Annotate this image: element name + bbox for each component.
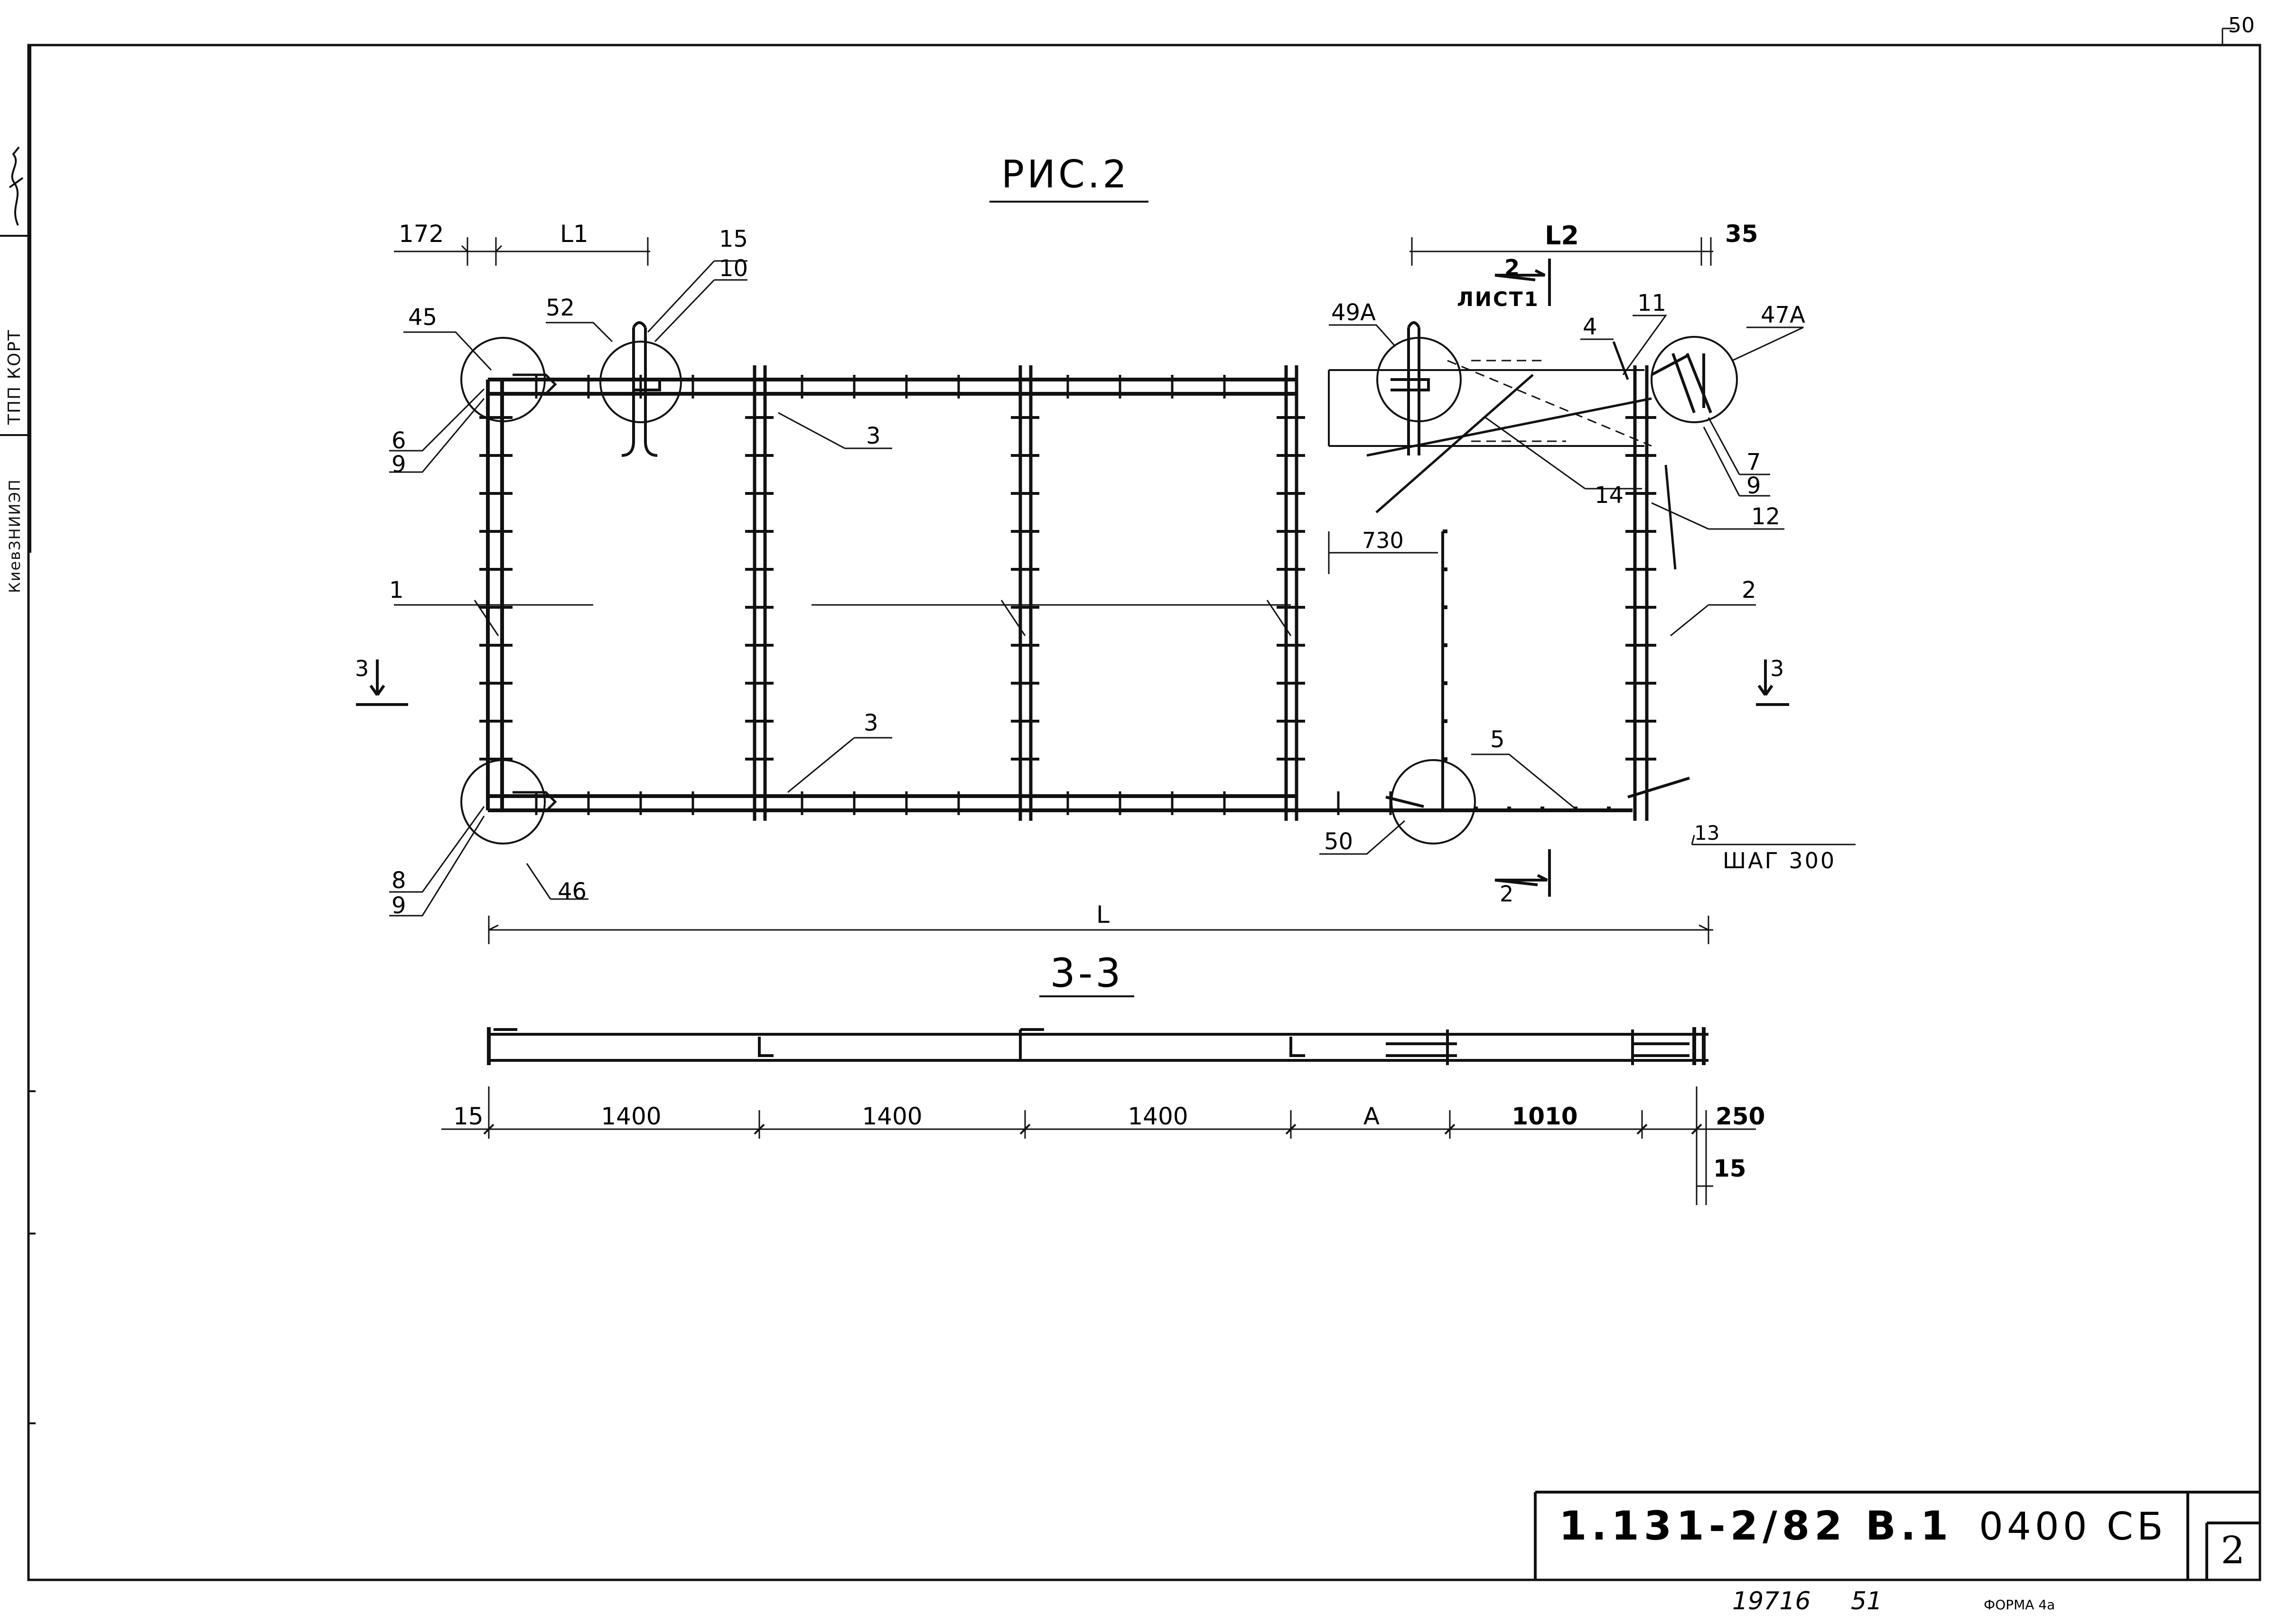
section-title: 3-3 bbox=[1050, 950, 1123, 996]
form-label: ФОРМА 4а bbox=[1984, 1597, 2055, 1613]
signature-mark bbox=[9, 146, 24, 226]
node-47A: 47А bbox=[1761, 302, 1805, 328]
callout-11: 11 bbox=[1637, 290, 1666, 316]
callout-leaders bbox=[389, 260, 1856, 917]
stamp-divider bbox=[0, 434, 29, 436]
section-dim-2: 1400 bbox=[862, 1103, 922, 1130]
dim-L1: L1 bbox=[560, 220, 588, 248]
callout-14: 14 bbox=[1595, 482, 1624, 509]
callout-13-step: ШАГ 300 bbox=[1723, 848, 1836, 873]
section-dim-6: 250 bbox=[1716, 1103, 1765, 1130]
callout-9a: 9 bbox=[392, 451, 406, 478]
callout-2: 2 bbox=[1742, 577, 1756, 603]
callout-1: 1 bbox=[389, 577, 404, 603]
figure-title: РИС.2 bbox=[1001, 152, 1129, 196]
cut-marker-left: 3 bbox=[355, 656, 369, 681]
callout-8: 8 bbox=[392, 867, 406, 894]
detail-circles bbox=[460, 336, 1738, 844]
section-marker-top-num: 2 bbox=[1504, 255, 1520, 280]
callout-15: 15 bbox=[719, 226, 748, 252]
inventory-number: 19716 bbox=[1732, 1587, 1811, 1615]
node-52: 52 bbox=[546, 295, 575, 321]
callout-7: 7 bbox=[1746, 449, 1761, 475]
callout-4: 4 bbox=[1583, 314, 1597, 340]
section-marker-lines bbox=[356, 259, 1789, 897]
signature-box bbox=[0, 45, 29, 237]
callout-5: 5 bbox=[1490, 726, 1505, 753]
page-number: 50 bbox=[2228, 13, 2255, 37]
dim-172: 172 bbox=[399, 220, 444, 248]
dim-35: 35 bbox=[1725, 220, 1758, 248]
callout-9c: 9 bbox=[392, 892, 406, 919]
node-46: 46 bbox=[558, 878, 587, 905]
sheet-number: 2 bbox=[2221, 1528, 2245, 1572]
callout-9b: 9 bbox=[1746, 473, 1761, 499]
section-dim-15-bottom: 15 bbox=[1713, 1155, 1746, 1182]
title-block-lines bbox=[1534, 1491, 2260, 1580]
cut-marker-right: 3 bbox=[1770, 656, 1784, 681]
section-dim-0: 15 bbox=[453, 1103, 484, 1130]
title-block-doc: 0400 СБ bbox=[1979, 1504, 2167, 1549]
section-dims: 15 1400 1400 1400 А 1010 250 15 bbox=[453, 1103, 1765, 1182]
side-approval-stamp: ТПП КОРТ КиевЗНИИЭП bbox=[0, 45, 31, 593]
section-dim-3: 1400 bbox=[1128, 1103, 1188, 1130]
section-marker-top-ref: ЛИСТ1 bbox=[1457, 288, 1540, 311]
dim-730: 730 bbox=[1362, 528, 1404, 553]
section-dim-5: 1010 bbox=[1512, 1103, 1577, 1130]
section-dim-1: 1400 bbox=[601, 1103, 661, 1130]
callout-3a: 3 bbox=[866, 423, 881, 449]
dim-L: L bbox=[1096, 901, 1110, 928]
section-marker-bottom-num: 2 bbox=[1500, 881, 1513, 907]
callout-3b: 3 bbox=[864, 710, 878, 736]
dimension-lines bbox=[394, 237, 1713, 944]
dim-L2: L2 bbox=[1545, 221, 1579, 251]
plan-frame bbox=[479, 321, 1712, 821]
node-45: 45 bbox=[408, 304, 437, 331]
node-49A: 49А bbox=[1331, 299, 1376, 326]
edge-ticks bbox=[28, 1090, 36, 1424]
callout-labels: 1 2 3 3 4 5 6 7 8 9 9 9 10 11 12 13 ШАГ … bbox=[389, 226, 1836, 919]
page-number-tick bbox=[2221, 28, 2235, 45]
inventory-sub: 51 bbox=[1851, 1587, 1882, 1615]
callout-6: 6 bbox=[392, 427, 406, 454]
callout-12: 12 bbox=[1751, 503, 1780, 530]
node-50: 50 bbox=[1324, 828, 1353, 855]
section-3-3 bbox=[441, 1027, 1756, 1205]
section-dim-4: А bbox=[1363, 1103, 1380, 1130]
title-block-code: 1.131-2/82 В.1 bbox=[1559, 1503, 1953, 1549]
callout-10: 10 bbox=[719, 255, 748, 282]
sheet-frame bbox=[27, 44, 2261, 1581]
callout-13: 13 bbox=[1694, 821, 1719, 844]
